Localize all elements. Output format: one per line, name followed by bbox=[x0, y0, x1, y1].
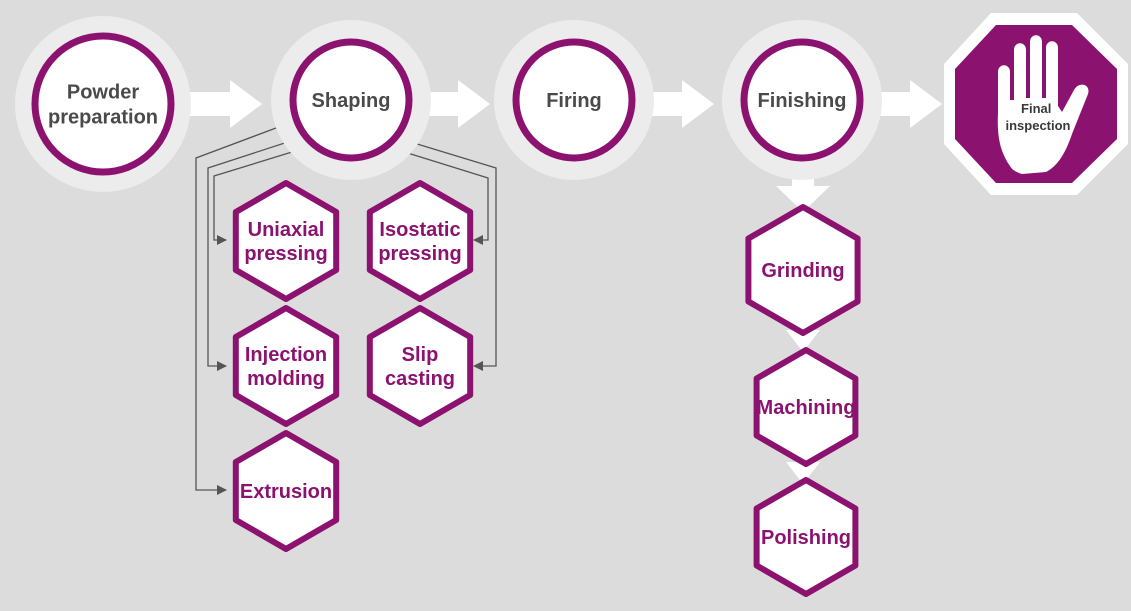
hex-label-machining: Machining bbox=[757, 397, 856, 419]
final-inspection-node: Final inspection bbox=[944, 13, 1128, 195]
hex-label-machining-line-1: Machining bbox=[757, 397, 856, 419]
stage-circles: Powder preparation Shaping Firing Finishing bbox=[15, 16, 882, 192]
hexagon-shape bbox=[232, 180, 340, 302]
stage-label-powder-line-2: preparation bbox=[48, 107, 158, 129]
hexagon-shape bbox=[753, 347, 859, 467]
hex-label-extrusion-line-1: Extrusion bbox=[240, 481, 332, 503]
hex-label-grinding: Grinding bbox=[761, 260, 844, 282]
hex-label-slip-line-2: casting bbox=[385, 368, 455, 390]
shaping-connectors bbox=[195, 121, 497, 495]
stage-label-finishing-line-1: Finishing bbox=[758, 90, 847, 112]
hex-polishing: Polishing bbox=[753, 477, 859, 597]
hex-label-injection-line-2: molding bbox=[247, 368, 325, 390]
hex-label-polishing-line-1: Polishing bbox=[761, 527, 851, 549]
stage-circle bbox=[31, 32, 175, 176]
hexagon-shape bbox=[745, 204, 861, 336]
hex-label-injection-line-1: Injection bbox=[245, 344, 327, 366]
arrow-finishing-to-grinding bbox=[776, 160, 830, 212]
finishing-flow-arrows bbox=[776, 160, 830, 484]
main-flow-arrows bbox=[180, 80, 942, 128]
hex-label-uniaxial-line-2: pressing bbox=[244, 243, 327, 265]
hexagon-shape bbox=[232, 430, 340, 552]
connector-isostatic bbox=[397, 149, 489, 245]
stage-label-finishing: Finishing bbox=[758, 90, 847, 112]
stage-circle bbox=[512, 38, 636, 162]
hex-grinding: Grinding bbox=[745, 204, 861, 336]
hex-extrusion: Extrusion bbox=[232, 430, 340, 552]
hex-label-slip-line-1: Slip bbox=[402, 344, 439, 366]
hand-stop-icon bbox=[997, 35, 1089, 174]
stage-label-shaping-line-1: Shaping bbox=[312, 90, 391, 112]
hex-label-extrusion: Extrusion bbox=[240, 481, 332, 503]
hexagon-shape bbox=[753, 477, 859, 597]
hex-machining: Machining bbox=[753, 347, 859, 467]
hex-label-uniaxial-line-1: Uniaxial bbox=[248, 219, 325, 241]
stage-label-powder: Powder preparation bbox=[48, 82, 158, 129]
hexagon-shape bbox=[366, 305, 474, 427]
stage-circle bbox=[289, 38, 413, 162]
hexagon-shape bbox=[366, 180, 474, 302]
connector-injection bbox=[207, 137, 301, 371]
stage-shaping: Shaping bbox=[271, 20, 431, 180]
stage-finishing: Finishing bbox=[722, 20, 882, 180]
hex-label-polishing: Polishing bbox=[761, 527, 851, 549]
connector-slip bbox=[403, 139, 497, 371]
connector-extrusion bbox=[195, 121, 293, 495]
stage-label-firing: Firing bbox=[546, 90, 602, 112]
arrow-finishing-to-final bbox=[872, 80, 942, 128]
hex-label-grinding-line-1: Grinding bbox=[761, 260, 844, 282]
stage-label-shaping: Shaping bbox=[312, 90, 391, 112]
hexagon-shape bbox=[232, 305, 340, 427]
arrow-shaping-to-firing bbox=[418, 80, 490, 128]
connector-uniaxial bbox=[213, 147, 306, 245]
hex-label-isostatic-line-1: Isostatic bbox=[379, 219, 460, 241]
arrow-powder-to-shaping bbox=[180, 80, 262, 128]
arrow-grinding-to-machining bbox=[786, 330, 820, 352]
final-label: Final inspection bbox=[1005, 101, 1070, 133]
arrow-firing-to-finishing bbox=[642, 80, 714, 128]
hex-label-isostatic-line-2: pressing bbox=[378, 243, 461, 265]
stage-powder: Powder preparation bbox=[15, 16, 191, 192]
stage-label-powder-line-1: Powder bbox=[67, 82, 139, 104]
final-label-line-1: Final bbox=[1021, 101, 1051, 116]
stage-circle bbox=[740, 38, 864, 162]
stage-label-firing-line-1: Firing bbox=[546, 90, 602, 112]
arrow-machining-to-polishing bbox=[786, 462, 820, 484]
final-label-line-2: inspection bbox=[1005, 118, 1070, 133]
stage-firing: Firing bbox=[494, 20, 654, 180]
